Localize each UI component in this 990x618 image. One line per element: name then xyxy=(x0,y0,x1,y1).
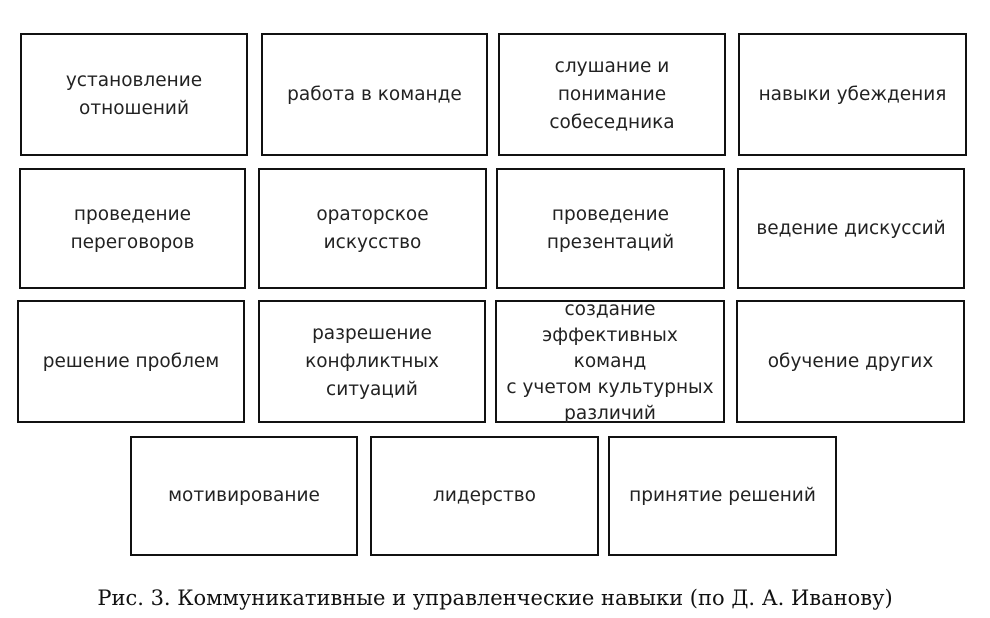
skill-box: слушание и понимание собеседника xyxy=(498,33,726,156)
skill-label: работа в команде xyxy=(287,83,462,105)
skill-box: разрешение конфликтных ситуаций xyxy=(258,300,486,423)
skill-box: обучение других xyxy=(736,300,965,423)
figure-caption: Рис. 3. Коммуникативные и управленческие… xyxy=(97,586,893,610)
skill-label: обучение других xyxy=(767,350,934,372)
skill-box: принятие решений xyxy=(608,436,837,556)
skill-label: установление отношений xyxy=(65,69,203,119)
skill-box: ведение дискуссий xyxy=(737,168,965,289)
skill-label: слушание и понимание собеседника xyxy=(549,55,675,133)
skill-box: ораторское искусство xyxy=(258,168,487,289)
skill-label: лидерство xyxy=(433,485,536,506)
skill-label: ораторское искусство xyxy=(316,203,429,253)
skill-box: мотивирование xyxy=(130,436,358,556)
skill-box: проведение переговоров xyxy=(19,168,246,289)
skill-box: установление отношений xyxy=(20,33,248,156)
skill-box: навыки убеждения xyxy=(738,33,967,156)
skill-label: ведение дискуссий xyxy=(756,217,946,239)
skill-box: проведение презентаций xyxy=(496,168,725,289)
skill-box: создание эффективных команд с учетом кул… xyxy=(495,299,725,424)
skill-box: решение проблем xyxy=(17,300,245,423)
skill-label: проведение переговоров xyxy=(70,203,195,253)
skill-box: работа в команде xyxy=(261,33,488,156)
skill-label: разрешение конфликтных ситуаций xyxy=(305,322,439,400)
skill-label: решение проблем xyxy=(42,350,220,372)
skill-label: проведение презентаций xyxy=(546,203,675,253)
skill-box: лидерство xyxy=(370,436,599,556)
skill-label: мотивирование xyxy=(168,485,320,506)
skill-label: принятие решений xyxy=(629,485,816,506)
skill-label: создание эффективных команд с учетом кул… xyxy=(506,298,714,424)
skill-label: навыки убеждения xyxy=(758,83,947,105)
